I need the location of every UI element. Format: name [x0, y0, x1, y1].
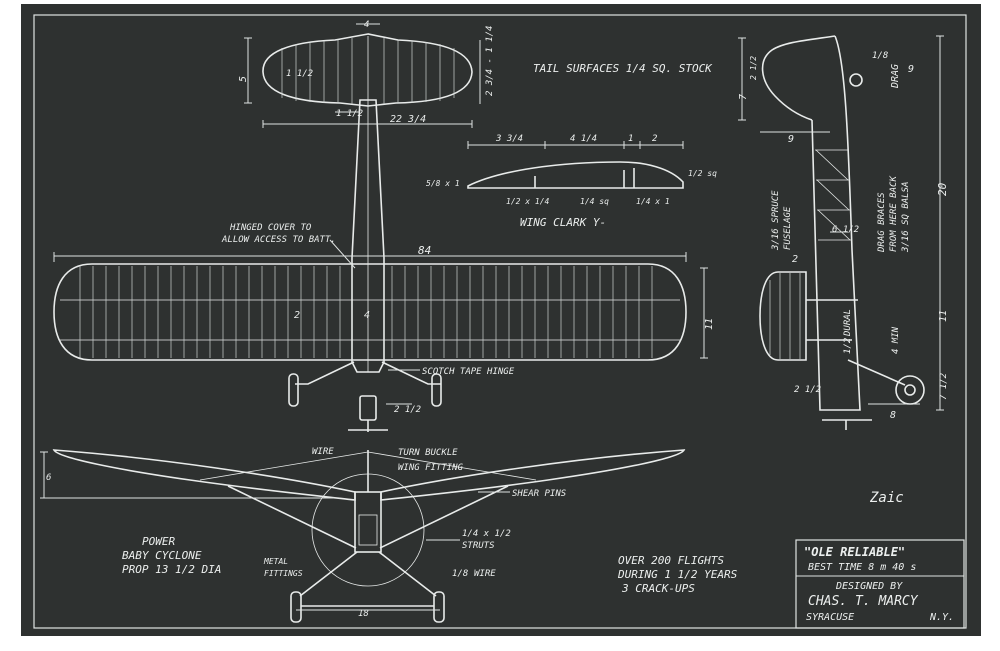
wing-mount-side — [806, 299, 858, 341]
front-view — [40, 449, 686, 623]
title-city: SYRACUSE — [806, 612, 854, 623]
drag-braces-note-1: DRAG BRACES — [877, 192, 887, 253]
power-line-1: POWER — [142, 535, 175, 548]
gear-plan-struts — [295, 361, 441, 385]
gear-side-strut — [847, 359, 906, 386]
fuselage-side-outline — [811, 35, 861, 411]
title-designed-by: DESIGNED BY — [835, 581, 903, 592]
turn-buckle-note: TURN BUCKLE — [398, 448, 458, 458]
dim-wing-inner: 2 — [294, 310, 300, 321]
wheel-left-plan — [288, 373, 299, 407]
dim-side-wing: 11 — [938, 310, 949, 322]
dim-wing-span: 84 — [418, 244, 431, 257]
dim-side-nose: 9 — [908, 64, 914, 75]
dim-wing-chord: 11 — [704, 318, 715, 330]
wheel-right-plan — [431, 373, 442, 407]
dim-front-wheelbase: 18 — [358, 609, 369, 619]
dim-side-width: 6 1/2 — [832, 225, 859, 235]
flights-line-3: 3 CRACK-UPS — [621, 582, 695, 595]
tail-surfaces-note: TAIL SURFACES 1/4 SQ. STOCK — [533, 62, 713, 75]
dim-airfoil-le: 5/8 x 1 — [426, 179, 460, 188]
spruce-fuselage-note-1: 3/16 SPRUCE — [771, 190, 781, 251]
dural-frac: 1/2 — [843, 338, 853, 354]
blueprint-board — [21, 4, 981, 636]
dim-airfoil-b: 4 1/4 — [570, 134, 597, 144]
dim-side-fin-h: 7 — [738, 94, 749, 100]
dural-note: DURAL — [843, 309, 853, 337]
dim-side-front: 2 — [792, 254, 798, 265]
hinged-cover-note-1: HINGED COVER TO — [229, 223, 312, 233]
dim-airfoil-spar2: 1/4 sq — [580, 197, 609, 206]
nose-side — [822, 419, 872, 430]
gear-front-legs — [299, 551, 437, 597]
dim-side-lower: 7 1/2 — [939, 373, 949, 400]
dim-tail-span: 22 3/4 — [390, 114, 426, 125]
dim-airfoil-spar1: 1/2 x 1/4 — [506, 197, 550, 206]
dim-side-rudder: 9 — [788, 134, 794, 145]
wing-plan-outline — [53, 263, 687, 361]
dim-tail-width: 4 — [364, 20, 369, 30]
dim-tail-inner: 1 1/2 — [336, 109, 363, 119]
title-name: "OLE RELIABLE" — [804, 545, 905, 559]
flights-line-2: DURING 1 1/2 YEARS — [617, 568, 738, 581]
wing-struts-front — [227, 485, 509, 549]
dim-tail-side: 2 3/4 - 1 1/4 — [485, 26, 495, 96]
dim-airfoil-spar3: 1/4 x 1 — [636, 197, 670, 206]
title-block — [795, 539, 965, 629]
power-line-2: BABY CYCLONE — [122, 549, 202, 562]
metal-fittings-note-2: FITTINGS — [264, 569, 303, 578]
wire-gauge-frac: 1/8 — [452, 569, 468, 579]
dim-side-hook: 1/8 — [872, 51, 888, 61]
power-line-3: PROP 13 1/2 DIA — [122, 563, 221, 576]
dim-side-gear: 8 — [890, 410, 896, 421]
title-state: N.Y. — [929, 612, 954, 623]
side-view — [738, 35, 944, 430]
dim-tail-mid: 1 1/2 — [286, 69, 313, 79]
title-best-time: BEST TIME 8 m 40 s — [808, 562, 916, 573]
flights-line-1: OVER 200 FLIGHTS — [618, 554, 724, 567]
dim-tail-chord: 5 — [238, 76, 249, 82]
struts-frac: 1/4 x 1/2 — [462, 529, 511, 539]
dim-airfoil-c: 1 — [628, 134, 633, 144]
struts-note: STRUTS — [462, 541, 495, 551]
drag-braces-note-3: 3/16 SQ BALSA — [901, 182, 911, 253]
wire-note: WIRE — [312, 447, 334, 457]
top-view — [53, 23, 708, 432]
title-designer: CHAS. T. MARCY — [808, 594, 919, 609]
drag-note: DRAG — [890, 64, 901, 89]
fuselage-plan-outline — [351, 99, 385, 373]
hook-side — [849, 73, 863, 87]
wire-gauge-note: WIRE — [474, 569, 496, 579]
min-note: 4 MIN — [891, 326, 901, 354]
airfoil-outline — [467, 161, 684, 189]
shear-pins-note: SHEAR PINS — [512, 489, 567, 499]
wing-clark-y-note: WING CLARK Y- — [520, 216, 606, 229]
drag-braces-note-2: FROM HERE BACK — [889, 176, 899, 252]
wheel-front-right — [433, 591, 445, 623]
dim-side-gear-h: 2 1/2 — [794, 385, 821, 395]
scotch-tape-note: SCOTCH TAPE HINGE — [422, 367, 515, 377]
wing-side-section — [759, 271, 807, 361]
dim-gear-offset: 2 1/2 — [394, 405, 421, 415]
wheel-front-left — [290, 591, 302, 623]
wing-fitting-note: WING FITTING — [398, 463, 464, 473]
dim-side-len: 20 — [936, 182, 949, 196]
dim-front-dihedral: 6 — [46, 473, 51, 483]
border-frame — [33, 14, 967, 629]
rudder-outline — [761, 35, 836, 121]
dim-airfoil-a: 3 3/4 — [495, 134, 523, 144]
spruce-fuselage-note-2: FUSELAGE — [783, 206, 793, 250]
signature: Zaic — [869, 490, 904, 506]
dim-side-fin-frac: 2 1/2 — [749, 56, 758, 80]
dim-fuse-width: 4 — [364, 310, 370, 321]
hinged-cover-note-2: ALLOW ACCESS TO BATT. — [221, 235, 336, 245]
dim-airfoil-te: 1/2 sq — [688, 169, 717, 178]
airfoil-section — [467, 141, 684, 189]
metal-fittings-note-1: METAL — [263, 557, 288, 566]
dim-airfoil-d: 2 — [652, 134, 657, 144]
